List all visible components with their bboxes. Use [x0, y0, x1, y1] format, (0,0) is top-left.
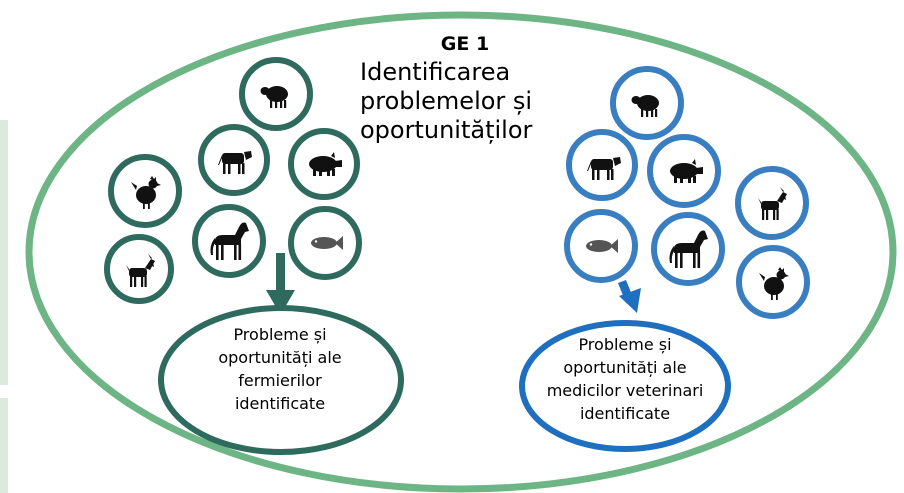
fish-icon [564, 209, 638, 283]
cow-icon [198, 124, 270, 196]
diagram-title: GE 1 [440, 33, 490, 55]
farmers-animal-group [104, 57, 362, 304]
vets-text-line: identificate [579, 404, 671, 423]
pig-icon [288, 128, 360, 200]
goat-icon [735, 166, 809, 240]
horse-icon [192, 204, 266, 278]
cow-icon [566, 129, 638, 201]
subtitle-line: oportunităților [360, 116, 533, 144]
horse-icon [651, 212, 725, 286]
goat-icon [104, 234, 174, 304]
vets-result-text: Probleme și oportunități ale medicilor v… [540, 333, 710, 425]
vets-result-ellipse [519, 320, 731, 452]
pig-icon [647, 134, 721, 208]
farmers-text-line: identificate [234, 394, 326, 413]
sheep-icon [239, 57, 313, 131]
diagram-subtitle: Identificarea problemelor și oportunităț… [360, 58, 570, 145]
farmers-result-ellipse [158, 305, 404, 455]
vets-text-line: medicilor veterinari [546, 381, 704, 400]
chicken-icon [108, 154, 182, 228]
farmers-result-text: Probleme și oportunități ale fermierilor… [195, 323, 365, 415]
farmers-text-line: fermierilor [238, 371, 322, 390]
vets-text-line: oportunități ale [563, 358, 687, 377]
left-edge-band [0, 120, 8, 385]
subtitle-line: problemelor și [360, 87, 533, 115]
farmers-animal-silhouettes [126, 86, 343, 287]
fish-icon [288, 206, 362, 280]
farmers-arrow [266, 253, 295, 315]
farmers-text-line: Probleme și [233, 325, 327, 344]
sheep-icon [610, 66, 684, 140]
chicken-icon [736, 245, 810, 319]
vets-arrow [618, 280, 641, 313]
farmers-text-line: oportunități ale [218, 348, 342, 367]
vets-animal-group [564, 66, 810, 319]
outer-ellipse [25, 11, 897, 493]
vets-text-line: Probleme și [578, 335, 672, 354]
subtitle-line: Identificarea [360, 58, 511, 86]
left-edge-band-lower [0, 398, 8, 493]
